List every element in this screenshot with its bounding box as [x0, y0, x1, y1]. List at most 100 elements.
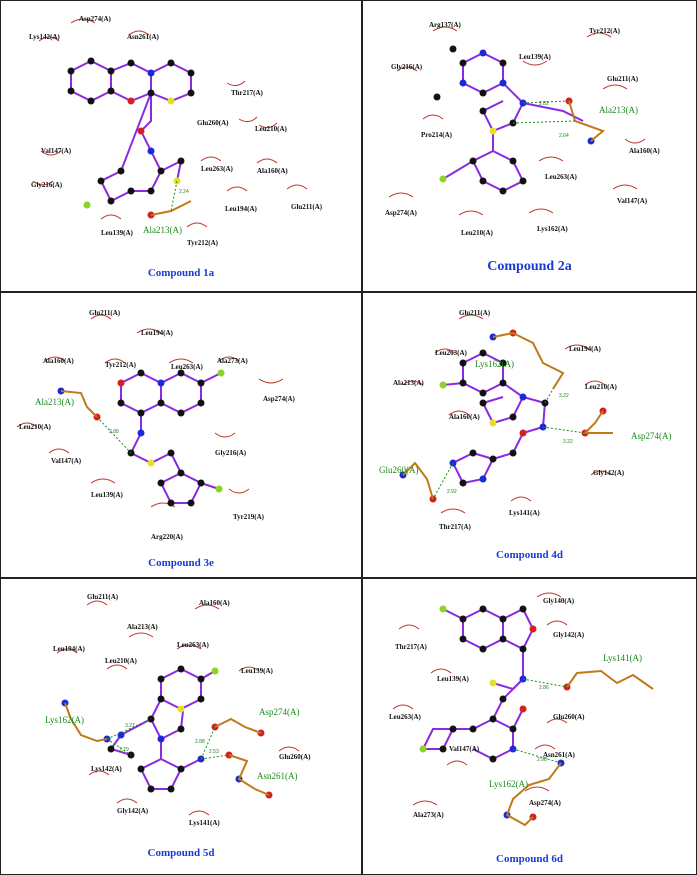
- panel-compound-1a: 2.24 Asp274(A) Lys142(A) Asn261(A) Thr21…: [0, 0, 362, 292]
- panel-compound-5d: 3.27 2.79 2.88 2.53 Glu211(A) Ala160(A) …: [0, 578, 362, 875]
- residue-label: Ala160(A): [257, 167, 288, 175]
- residue-label: Glu260(A): [197, 119, 229, 127]
- panel-caption: Compound 5d: [147, 847, 215, 859]
- residue-label: Gly216(A): [31, 181, 63, 189]
- residue-label: Thr217(A): [439, 523, 472, 531]
- hbond-line: [512, 748, 562, 764]
- residue-label: Leu194(A): [53, 645, 86, 653]
- distance-label: 3.22: [563, 439, 573, 445]
- hbond-line: [512, 120, 576, 124]
- distance-label: 2.92: [447, 489, 457, 495]
- residue-label: Leu210(A): [461, 229, 494, 237]
- residue-label: Glu211(A): [459, 309, 491, 317]
- residue-label: Leu210(A): [585, 383, 618, 391]
- hbond-line: [432, 462, 454, 500]
- residue-label: Val147(A): [41, 147, 72, 155]
- residue-label: Leu139(A): [437, 675, 470, 683]
- residue-label: Ala160(A): [43, 357, 74, 365]
- distance-label: 3.22: [559, 393, 569, 399]
- residue-label: Lys141(A): [189, 819, 220, 827]
- panel-compound-2a: 2.82 2.64 Arg137(A) Tyr212(A) Leu139(A) …: [362, 0, 697, 292]
- residue-label: Leu263(A): [435, 349, 468, 357]
- distance-label: 3.27: [125, 723, 135, 729]
- hbond-line: [96, 416, 132, 454]
- residue-label: Lys142(A): [29, 33, 60, 41]
- residue-label: Arg220(A): [151, 533, 184, 541]
- residue-label: Leu194(A): [225, 205, 258, 213]
- hydrophobic-arcs: [56, 600, 300, 816]
- residue-label: Leu263(A): [389, 713, 422, 721]
- residue-label: Leu210(A): [19, 423, 52, 431]
- residue-label: Lys141(A): [509, 509, 540, 517]
- panel-compound-4d: 3.22 3.22 2.92 Glu211(A) Leu263(A) Leu19…: [362, 292, 697, 578]
- residue-label: Asp274(A): [263, 395, 296, 403]
- residue-label: Gly140(A): [543, 597, 575, 605]
- distance-label: 2.98: [537, 757, 547, 763]
- residue-label: Gly142(A): [553, 631, 585, 639]
- panel-compound-3e: 2.88 Glu211(A) Leu194(A) Ala160(A) Tyr21…: [0, 292, 362, 578]
- ligand-bonds: [109, 667, 216, 790]
- residue-backbone: [150, 200, 192, 216]
- ligand-atoms: [67, 57, 195, 219]
- residue-label: Tyr212(A): [589, 27, 621, 35]
- panel-caption: Compound 6d: [496, 853, 563, 865]
- residue-label: Gly216(A): [215, 449, 247, 457]
- interaction-diagram-4d: 3.22 3.22 2.92 Glu211(A) Leu263(A) Leu19…: [379, 309, 672, 531]
- residue-backbone: [568, 100, 605, 142]
- residue-label: Leu210(A): [105, 657, 138, 665]
- residue-label: Ala160(A): [449, 413, 480, 421]
- residue-label: Val147(A): [51, 457, 82, 465]
- residue-label: Leu139(A): [241, 667, 274, 675]
- residue-label: Leu210(A): [255, 125, 288, 133]
- residue-label: Gly216(A): [391, 63, 423, 71]
- hbond-residue-label: Lys162(A): [45, 715, 84, 725]
- hydrophobic-arcs: [16, 314, 284, 508]
- ligand-atoms: [57, 369, 225, 507]
- residue-label: Asp274(A): [79, 15, 112, 23]
- ligand-atoms: [433, 45, 595, 195]
- residue-label: Leu263(A): [171, 363, 204, 371]
- ligand-atoms: [419, 605, 571, 821]
- residue-label: Val147(A): [617, 197, 648, 205]
- ligand-bonds: [120, 371, 222, 504]
- hbond-residue-label: Lys162(A): [489, 779, 528, 789]
- hydrophobic-arcs: [392, 592, 568, 806]
- hbond-residue-label: Asp274(A): [259, 707, 300, 717]
- residue-backbones: [64, 702, 270, 796]
- residue-label: Ala213(A): [127, 623, 158, 631]
- residue-label: Leu139(A): [101, 229, 134, 237]
- residue-label: Asp274(A): [529, 799, 562, 807]
- distance-label: 2.79: [119, 747, 129, 753]
- hbond-line: [106, 738, 132, 756]
- ligand-bonds: [70, 59, 192, 203]
- residue-label: Glu260(A): [279, 753, 311, 761]
- panel-caption: Compound 3e: [148, 557, 214, 569]
- residue-backbones: [505, 669, 654, 827]
- ligand-bonds: [421, 607, 535, 761]
- residue-label: Asn261(A): [127, 33, 160, 41]
- residue-label: Lys162(A): [537, 225, 568, 233]
- residue-label: Val147(A): [449, 745, 480, 753]
- distance-label: 2.64: [559, 133, 569, 139]
- hbond-residue-label: Lys141(A): [603, 653, 642, 663]
- hydrophobic-arcs: [32, 18, 308, 228]
- hydrophobic-arcs: [402, 314, 612, 514]
- residue-label: Leu263(A): [545, 173, 578, 181]
- residue-label: Ala160(A): [629, 147, 660, 155]
- residue-label: Glu211(A): [291, 203, 323, 211]
- distance-label: 2.88: [109, 429, 119, 435]
- hbond-line: [200, 726, 216, 760]
- distance-label: 2.82: [539, 101, 549, 107]
- residue-label: Ala273(A): [217, 357, 248, 365]
- residue-label: Glu211(A): [607, 75, 639, 83]
- residue-label: Thr217(A): [395, 643, 428, 651]
- residue-label: Glu260(A): [553, 713, 585, 721]
- residue-backbones: [402, 331, 613, 500]
- interaction-diagram-6d: 2.86 2.98 Gly140(A) Thr217(A) Gly142(A) …: [389, 592, 654, 827]
- panel-compound-6d: 2.86 2.98 Gly140(A) Thr217(A) Gly142(A) …: [362, 578, 697, 875]
- residue-label: Asn261(A): [543, 751, 576, 759]
- residue-label: Leu194(A): [141, 329, 174, 337]
- residue-label: Tyr212(A): [187, 239, 219, 247]
- hbond-residue-label: Ala213(A): [143, 225, 182, 235]
- residue-label: Asp274(A): [385, 209, 418, 217]
